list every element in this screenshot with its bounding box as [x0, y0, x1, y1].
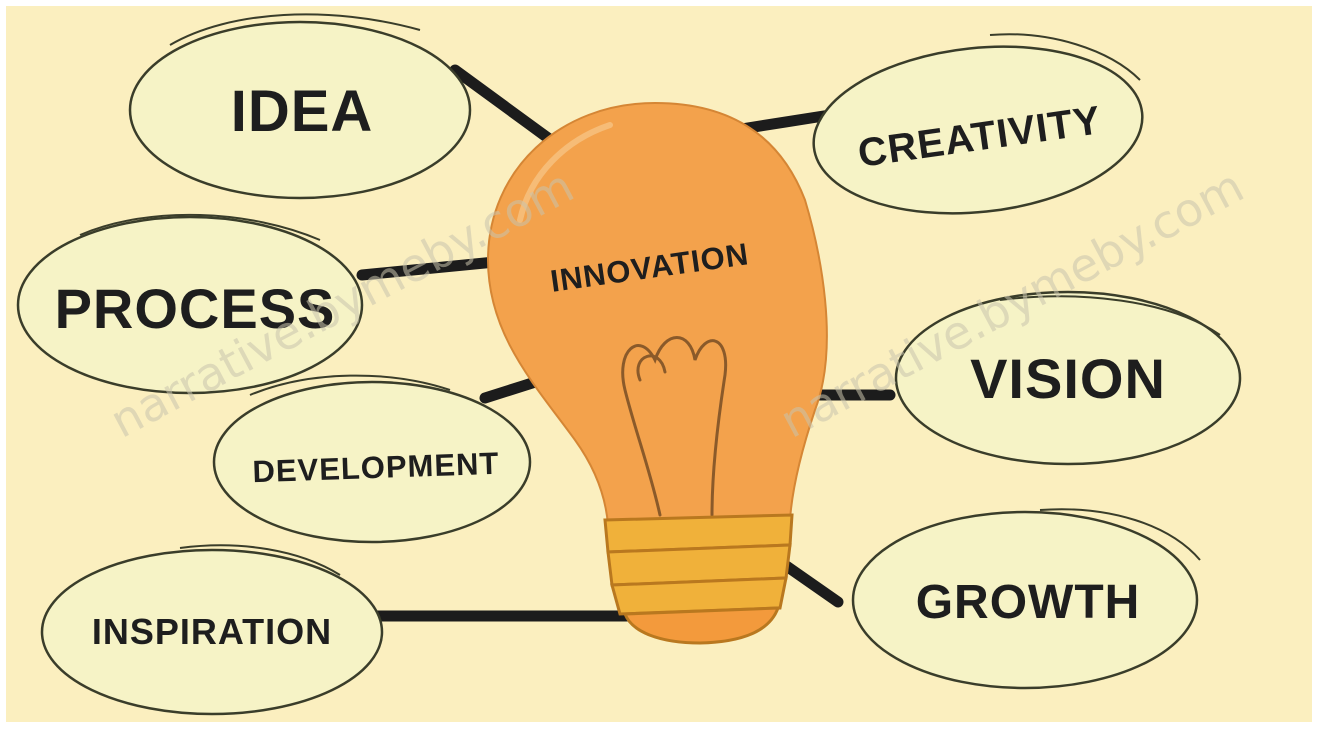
connector-growth [779, 559, 844, 608]
node-vision-label: VISION [970, 347, 1166, 410]
lightbulb: INNOVATION [486, 101, 828, 645]
node-development-ellipse [212, 380, 532, 544]
node-inspiration-ellipse [40, 548, 384, 716]
connector-idea [449, 64, 554, 144]
node-growth-ellipse [851, 510, 1199, 690]
node-process-ellipse [16, 215, 364, 395]
node-inspiration: INSPIRATION [40, 544, 384, 716]
node-process: PROCESS [16, 213, 364, 395]
node-creativity: CREATIVITY [812, 33, 1144, 215]
node-development: DEVELOPMENT [212, 374, 532, 544]
node-vision-ellipse [894, 290, 1242, 466]
node-growth: GROWTH [851, 508, 1201, 690]
connector-process [356, 256, 501, 281]
node-creativity-ellipse [812, 45, 1144, 215]
node-growth-label: GROWTH [916, 576, 1141, 629]
node-vision: VISION [894, 290, 1242, 466]
bulb-base [603, 513, 794, 645]
node-development-label: DEVELOPMENT [252, 446, 500, 490]
node-process-label: PROCESS [55, 277, 336, 340]
bulb-highlight [517, 122, 613, 223]
node-idea-ellipse [128, 20, 472, 200]
bulb-filament [621, 336, 728, 517]
node-idea: IDEA [128, 13, 472, 200]
node-idea-label: IDEA [231, 79, 374, 144]
node-inspiration-label: INSPIRATION [92, 611, 332, 652]
